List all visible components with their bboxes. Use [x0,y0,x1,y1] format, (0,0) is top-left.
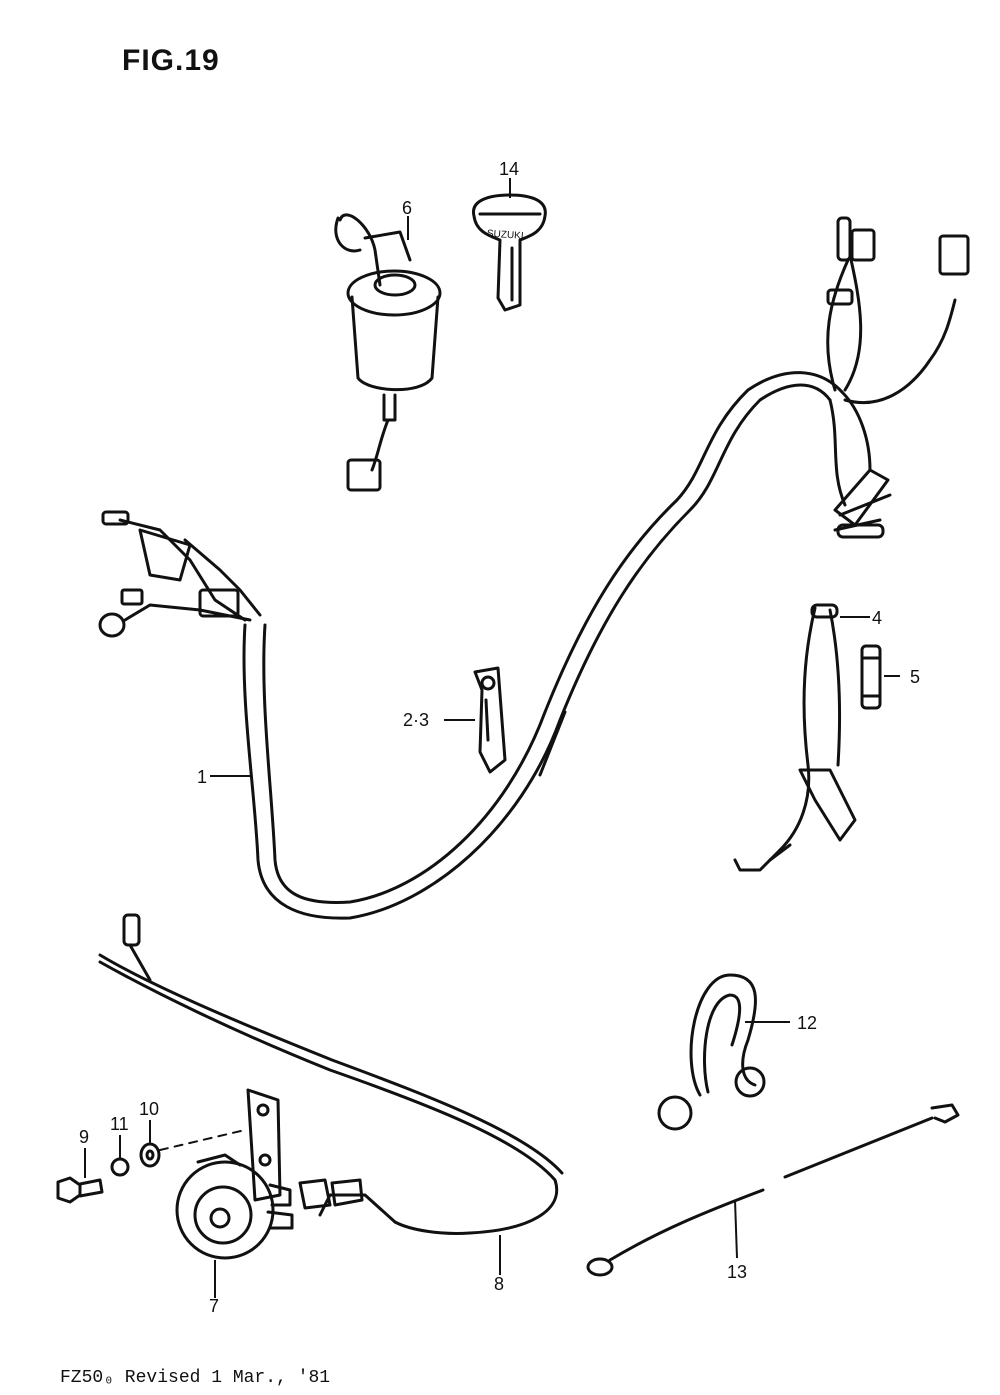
wiring-harness [98,216,970,920]
figure-title: FIG.19 [122,44,220,77]
label-part-4: 4 [872,608,882,628]
label-part-9: 9 [79,1127,89,1147]
horn [175,1088,294,1260]
key-brand-label: SUZUKI [487,228,524,242]
alignment-line [159,1129,246,1151]
ignition-key [472,193,547,312]
label-part-8: 8 [494,1274,504,1294]
label-part-1: 1 [197,767,207,787]
washer [139,1142,161,1168]
lock-washer [110,1157,130,1177]
label-part-13: 13 [727,1262,747,1282]
revision-footer: FZ50₀ Revised 1 Mar., '81 [60,1368,331,1388]
label-part-5: 5 [910,667,920,687]
clamp [473,666,507,774]
fuse [860,644,882,710]
label-part-10: 10 [139,1099,159,1119]
label-part-11: 11 [110,1114,129,1134]
ground-wire [586,1103,960,1277]
horn-lead-wire [98,913,564,1235]
label-part-7: 7 [209,1296,219,1316]
fuse-holder [733,603,857,872]
label-part-2-3: 2·3 [403,710,429,730]
label-part-14: 14 [499,159,519,179]
label-part-12: 12 [797,1013,817,1033]
label-part-6: 6 [402,198,412,218]
bolt [56,1176,104,1204]
ignition-switch [334,213,442,492]
cable-clamp [657,973,766,1131]
